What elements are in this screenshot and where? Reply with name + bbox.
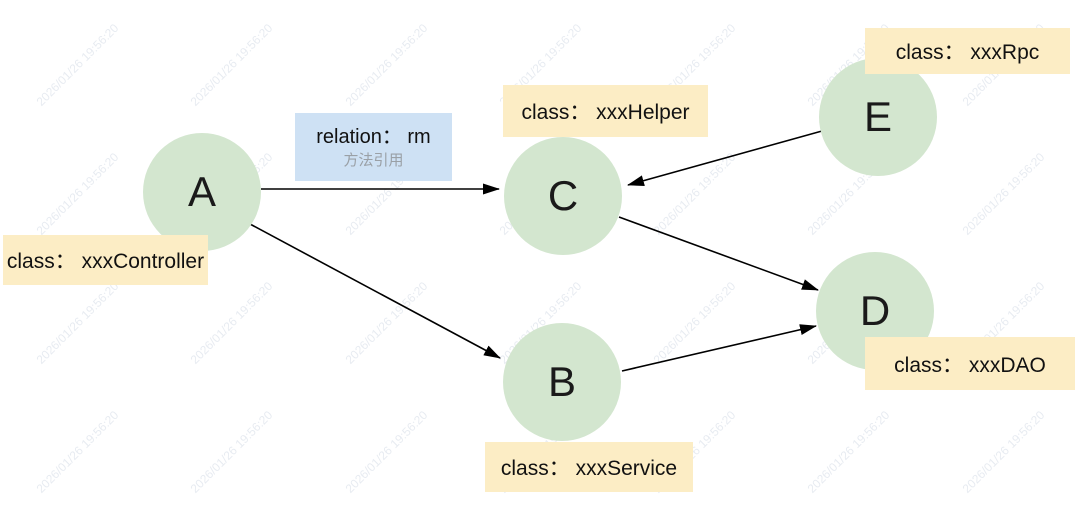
node-c[interactable]: C (504, 137, 622, 255)
label-class-rpc[interactable]: class： xxxRpc (865, 28, 1070, 74)
node-e[interactable]: E (819, 58, 937, 176)
node-b[interactable]: B (503, 323, 621, 441)
relation-title: relation： rm (316, 125, 431, 148)
node-e-letter: E (863, 93, 892, 140)
node-b-letter: B (547, 358, 576, 405)
node-a-letter: A (187, 168, 216, 215)
edge-a-to-b[interactable] (249, 223, 501, 359)
node-c-letter: C (547, 172, 579, 219)
edge-b-to-d[interactable] (621, 324, 817, 372)
label-class-dao[interactable]: class： xxxDAO (865, 337, 1075, 390)
label-class-service[interactable]: class： xxxService (485, 442, 693, 492)
edge-e-to-c[interactable] (627, 130, 823, 187)
edge-c-to-d[interactable] (618, 216, 819, 291)
edge-label-relation[interactable]: relation： rm 方法引用 (295, 113, 452, 181)
relation-subtitle: 方法引用 (343, 151, 404, 169)
node-a[interactable]: A (143, 133, 261, 251)
label-class-controller[interactable]: class： xxxController (3, 235, 208, 285)
node-d-letter: D (859, 287, 891, 334)
label-class-helper[interactable]: class： xxxHelper (503, 85, 708, 137)
